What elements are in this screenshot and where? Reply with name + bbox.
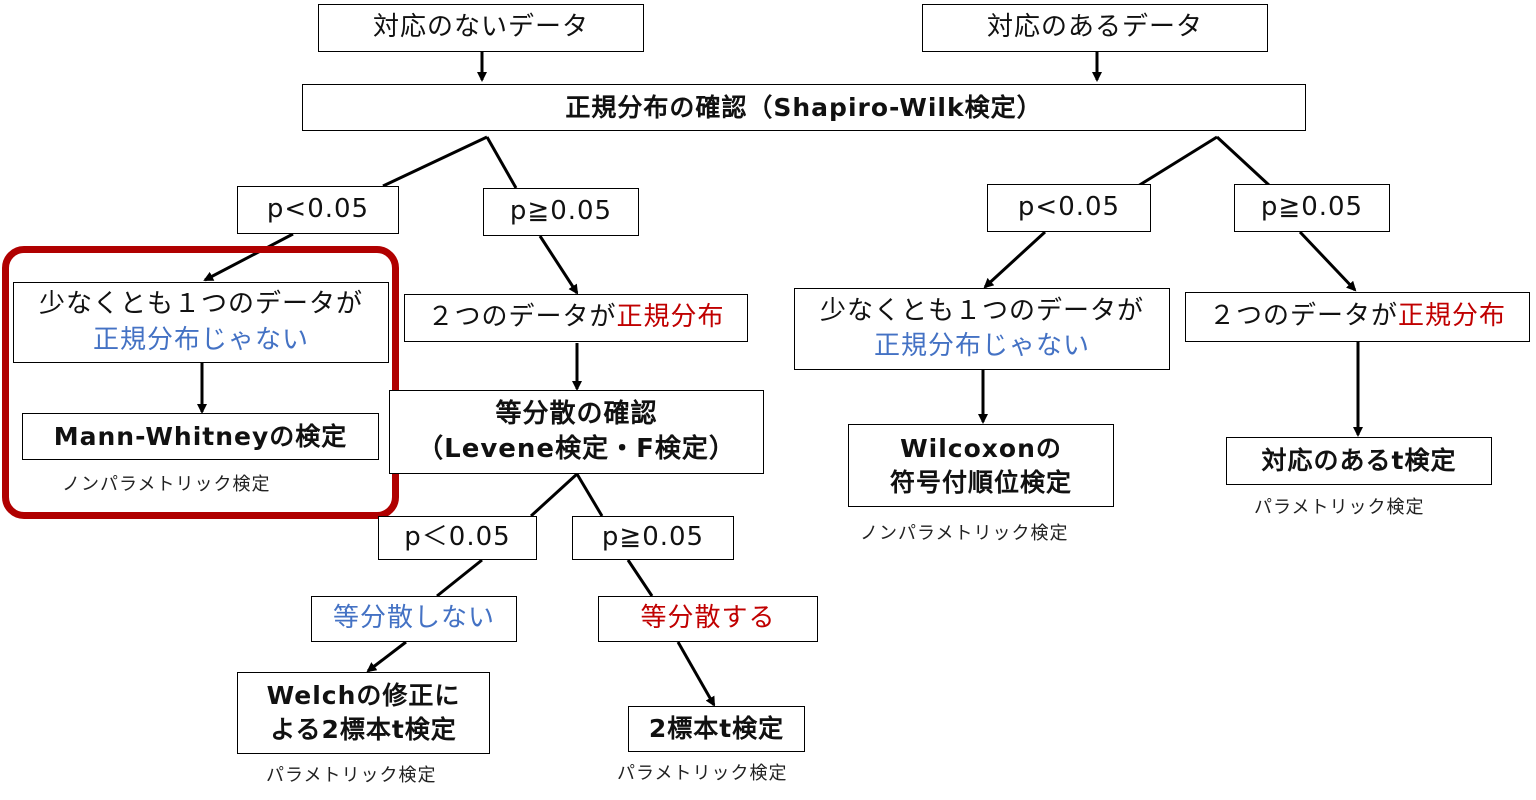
wilcoxon-test-note: ノンパラメトリック検定 [860, 523, 1069, 544]
mann-whitney-label: Mann-Whitneyの検定 [53, 421, 348, 451]
normality-check-label: 正規分布の確認（Shapiro-Wilk検定） [565, 92, 1043, 122]
variance-check-line1: 等分散の確認 [495, 398, 658, 429]
left-p-high-box: p≧0.05 [483, 188, 639, 236]
left-p-low-box: p<0.05 [237, 186, 399, 234]
mann-whitney-box: Mann-Whitneyの検定 [22, 413, 379, 460]
two-sample-t-box: 2標本t検定 [628, 706, 805, 752]
variance-check-line2: （Levene検定・F検定） [417, 434, 736, 464]
paired-data-box: 対応のあるデータ [922, 4, 1268, 52]
wilcoxon-test-line2: 符号付順位検定 [889, 467, 1072, 497]
variance-p-low-label: p＜0.05 [404, 522, 511, 553]
right-normal-prefix: ２つのデータが [1208, 301, 1398, 332]
paired-t-box: 対応のあるt検定 [1226, 437, 1492, 485]
left-normal-box: ２つのデータが正規分布 [404, 294, 748, 342]
paired-data-label: 対応のあるデータ [986, 12, 1203, 43]
highlight-frame [2, 246, 399, 519]
normality-check-box: 正規分布の確認（Shapiro-Wilk検定） [302, 84, 1306, 131]
right-normal-label: ２つのデータが正規分布 [1209, 299, 1506, 334]
two-sample-t-label: 2標本t検定 [648, 714, 785, 744]
wilcoxon-test-box: Wilcoxonの 符号付順位検定 [848, 424, 1114, 507]
left-p-low-label: p<0.05 [266, 194, 370, 225]
unequal-variance-label: 等分散しない [332, 603, 495, 634]
right-p-low-box: p<0.05 [987, 184, 1151, 232]
left-normal-prefix: ２つのデータが [427, 302, 617, 333]
right-nonnormal-line1: 少なくとも１つのデータが [819, 295, 1144, 326]
variance-p-high-box: p≧0.05 [572, 516, 734, 560]
variance-p-high-label: p≧0.05 [601, 522, 705, 553]
left-nonnormal-box: 少なくとも１つのデータが 正規分布じゃない [13, 282, 389, 363]
welch-test-line1: Welchの修正に [266, 681, 461, 711]
unpaired-data-box: 対応のないデータ [318, 4, 644, 52]
left-normal-highlight: 正規分布 [616, 302, 725, 333]
variance-check-box: 等分散の確認 （Levene検定・F検定） [389, 390, 764, 474]
welch-test-note: パラメトリック検定 [266, 765, 437, 786]
welch-test-box: Welchの修正に よる2標本t検定 [237, 672, 490, 754]
unequal-variance-box: 等分散しない [311, 596, 517, 642]
unpaired-data-label: 対応のないデータ [372, 12, 589, 43]
left-normal-label: ２つのデータが正規分布 [427, 300, 724, 335]
equal-variance-box: 等分散する [598, 596, 818, 642]
right-p-high-label: p≧0.05 [1260, 192, 1364, 223]
right-nonnormal-line2: 正規分布じゃない [873, 331, 1090, 361]
wilcoxon-test-line1: Wilcoxonの [900, 433, 1062, 463]
left-nonnormal-line2: 正規分布じゃない [92, 324, 309, 355]
variance-p-low-box: p＜0.05 [378, 516, 537, 560]
equal-variance-label: 等分散する [640, 603, 776, 634]
left-nonnormal-line1: 少なくとも１つのデータが [38, 289, 363, 320]
welch-test-line2: よる2標本t検定 [270, 715, 457, 744]
right-p-high-box: p≧0.05 [1234, 184, 1390, 232]
two-sample-t-note: パラメトリック検定 [617, 763, 788, 784]
mann-whitney-note: ノンパラメトリック検定 [62, 474, 271, 495]
paired-t-note: パラメトリック検定 [1254, 497, 1425, 518]
left-p-high-label: p≧0.05 [509, 196, 613, 227]
right-normal-box: ２つのデータが正規分布 [1185, 292, 1530, 342]
right-p-low-label: p<0.05 [1017, 192, 1121, 223]
right-normal-highlight: 正規分布 [1398, 301, 1507, 332]
right-nonnormal-box: 少なくとも１つのデータが 正規分布じゃない [794, 288, 1170, 370]
paired-t-label: 対応のあるt検定 [1261, 446, 1457, 476]
